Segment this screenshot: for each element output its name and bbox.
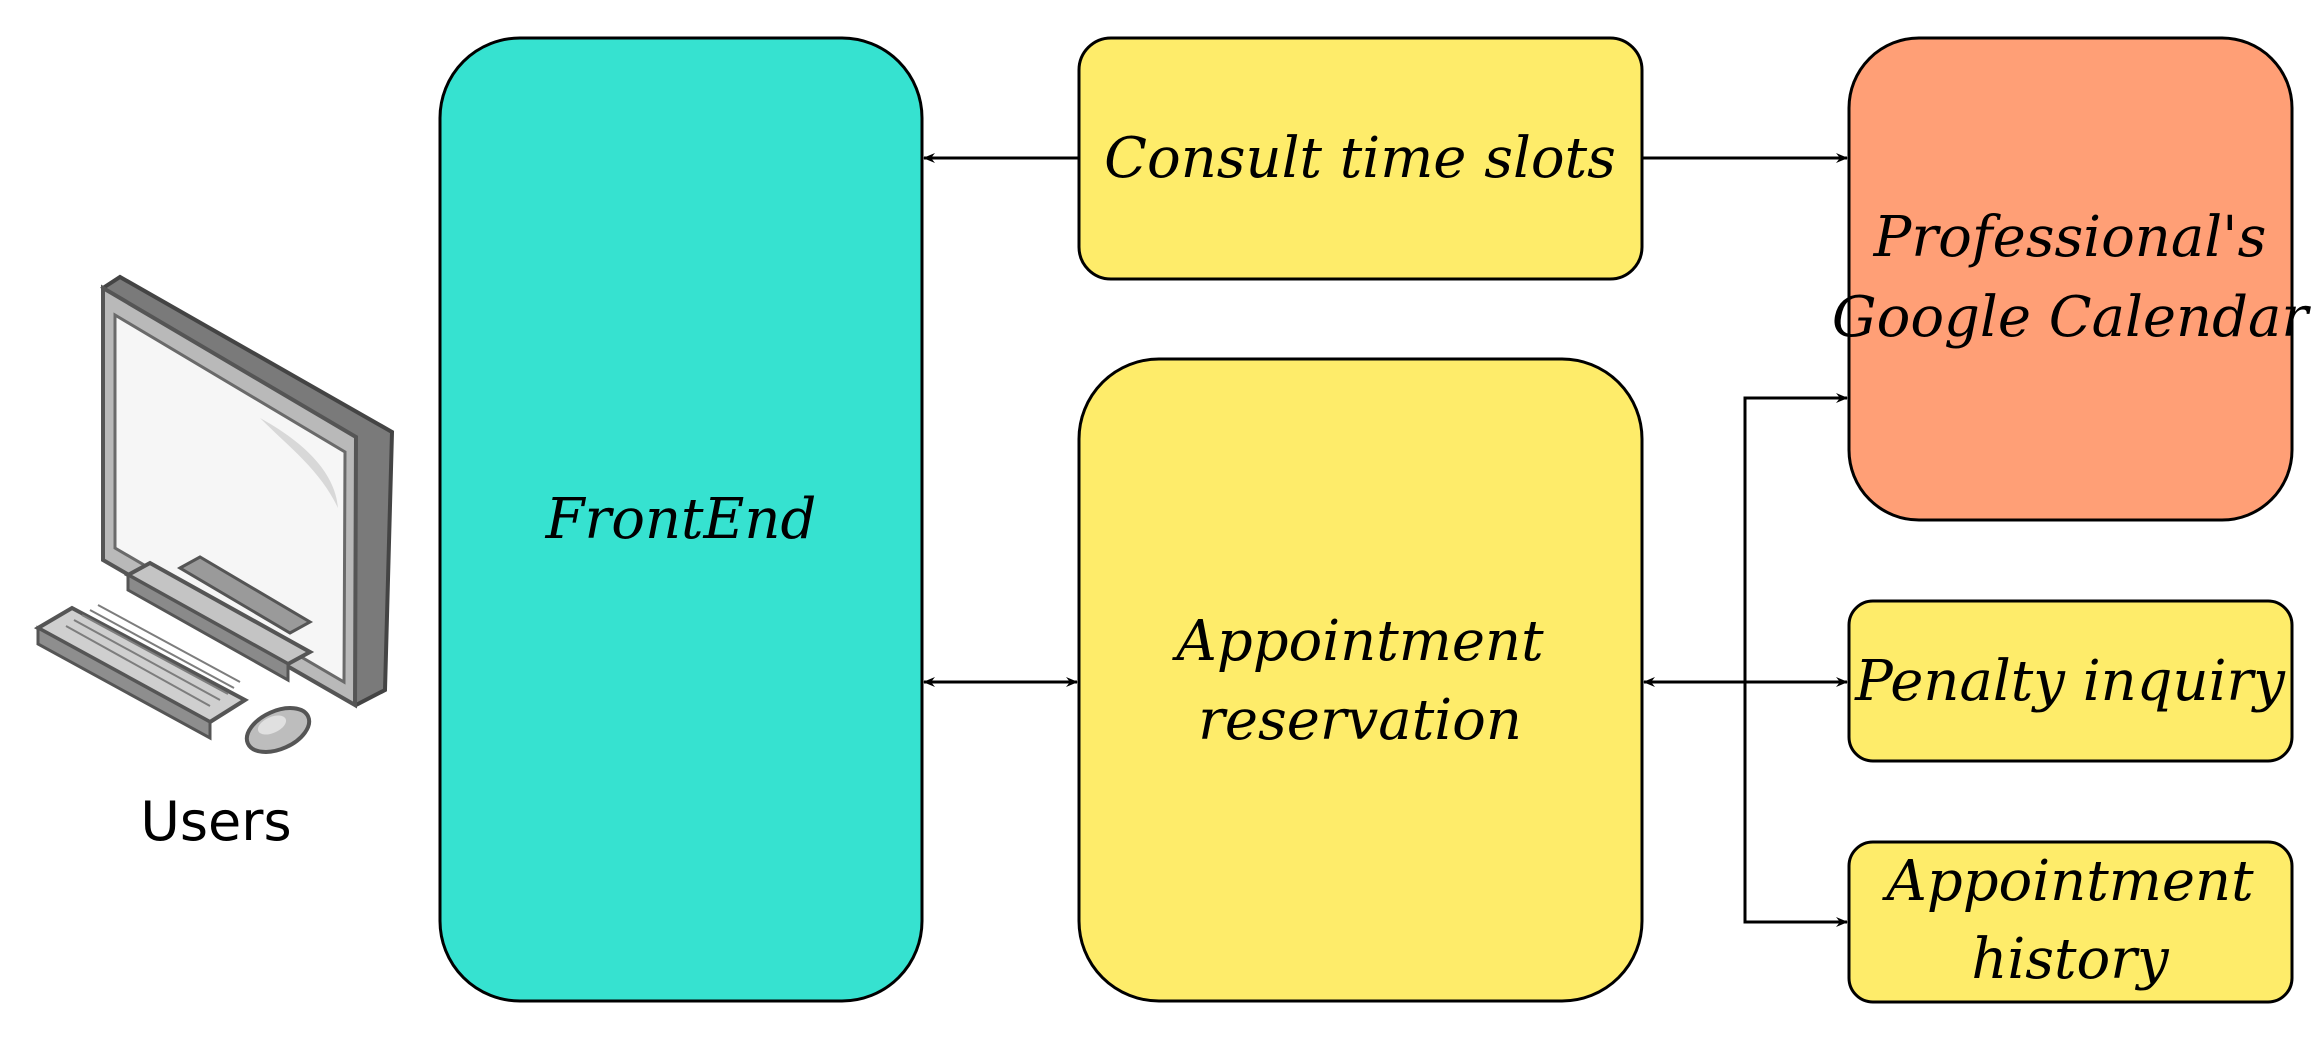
users-label: Users (140, 790, 291, 853)
computer-workstation-icon (33, 274, 395, 754)
appointment-reservation-label-line1: Appointment (1171, 609, 1544, 674)
frontend-label: FrontEnd (545, 487, 817, 552)
appointment-history-label-line2: history (1971, 927, 2170, 992)
consult-time-slots-label: Consult time slots (1104, 126, 1616, 191)
appointment-reservation-box (1077, 357, 1644, 1003)
arrow-reservation-to-history (1743, 682, 1848, 927)
google-calendar-label-line1: Professional's (1873, 205, 2267, 270)
google-calendar-label-line2: Google Calendar (1832, 285, 2311, 350)
penalty-inquiry-label: Penalty inquiry (1854, 649, 2286, 714)
arrow-reservation-to-calendar (1743, 393, 1848, 682)
appointment-history-label-line1: Appointment (1881, 849, 2254, 914)
appointment-history-box (1847, 840, 2294, 1004)
penalty-inquiry-box (1847, 599, 2294, 763)
frontend-box (438, 36, 924, 1003)
appointment-reservation-label-line2: reservation (1198, 688, 1522, 753)
google-calendar-box (1847, 36, 2294, 522)
